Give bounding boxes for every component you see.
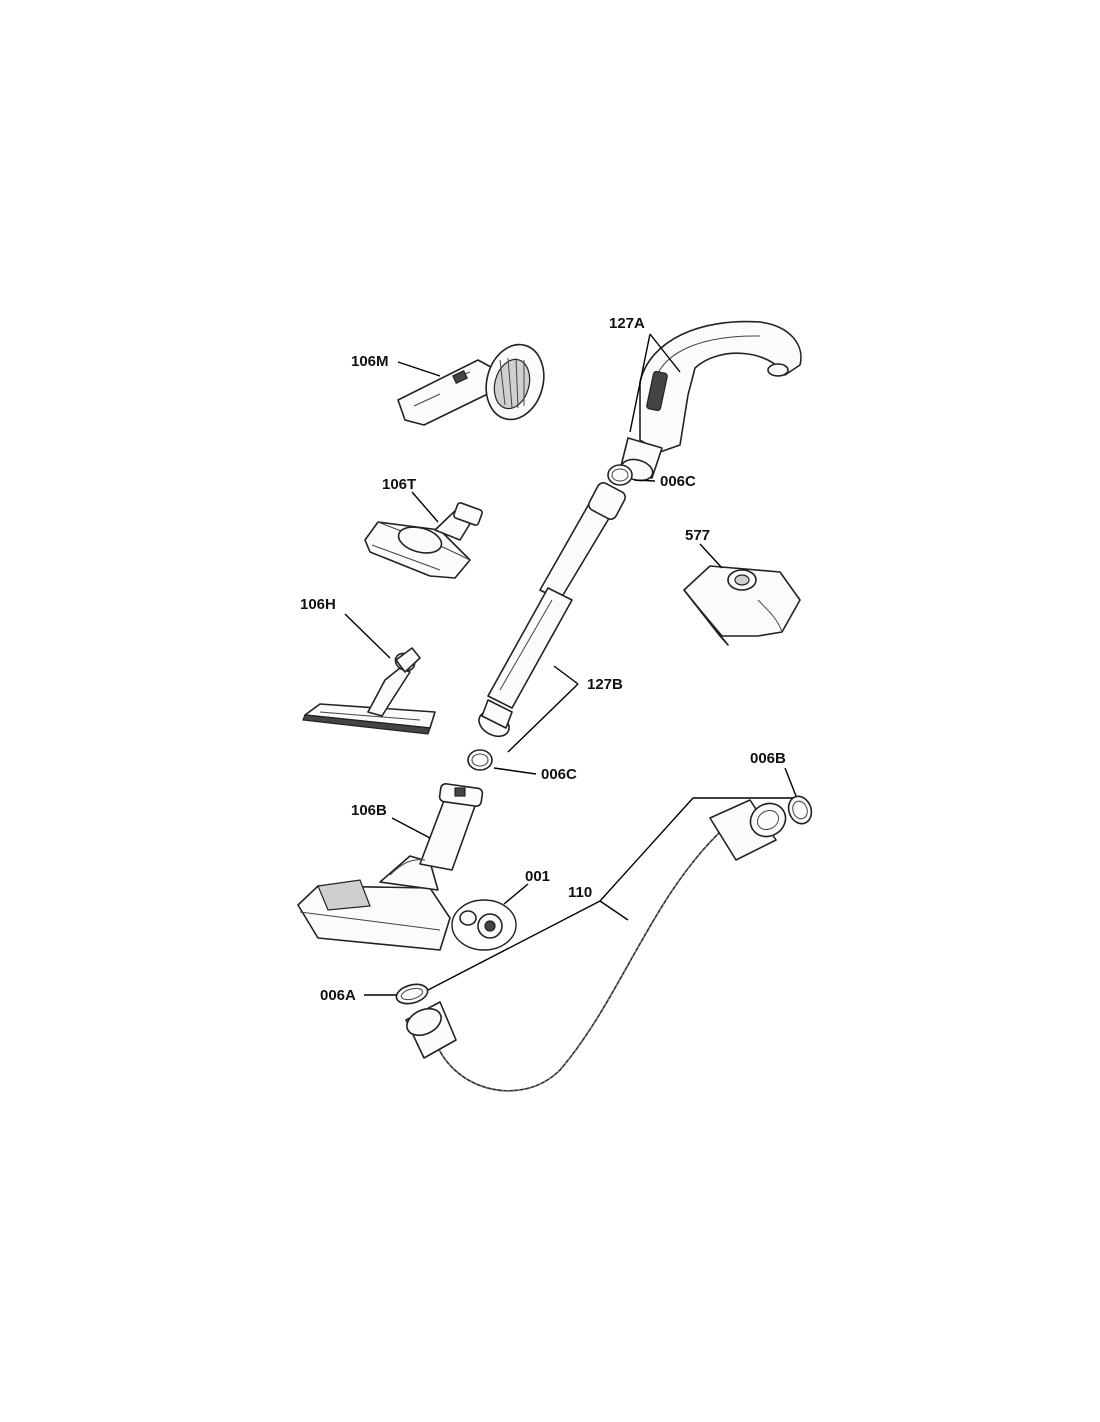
part-001-filter <box>451 899 517 951</box>
callout-577: 577 <box>685 527 711 544</box>
part-127A-hose-handle <box>619 320 802 482</box>
leader-127B-a <box>553 665 579 685</box>
leader-127A-a <box>649 333 681 373</box>
callout-001: 001 <box>525 868 551 885</box>
part-106H-parquet-brush <box>302 647 436 735</box>
leader-110-down <box>427 900 601 991</box>
callout-110: 110 <box>568 884 593 901</box>
callout-106H: 106H <box>300 596 336 613</box>
leader-006C-top <box>633 479 656 482</box>
callout-127B: 127B <box>587 676 623 693</box>
callout-006A: 006A <box>320 987 356 1004</box>
callout-127A: 127A <box>609 315 645 332</box>
leader-001 <box>503 883 529 905</box>
part-006B-ring <box>787 795 813 825</box>
callout-006C-top: 006C <box>660 473 696 490</box>
leader-110-up <box>599 797 694 902</box>
leader-577 <box>699 543 723 569</box>
callout-106T: 106T <box>382 476 417 493</box>
callout-106B: 106B <box>351 802 387 819</box>
leader-lines <box>344 333 797 996</box>
part-127B-telescopic-tube <box>478 482 626 738</box>
leader-127B-b <box>507 683 579 753</box>
part-577-dust-bag <box>683 565 801 646</box>
callout-006B: 006B <box>750 750 786 767</box>
leader-006B <box>784 767 797 797</box>
part-106M-dusting-brush <box>397 343 545 426</box>
leader-110-hose <box>599 900 629 921</box>
leader-006C-mid <box>493 767 537 775</box>
callout-106M: 106M <box>351 353 389 370</box>
leader-106H <box>344 613 391 659</box>
leader-127A-b <box>629 333 651 433</box>
part-006C-ring-middle <box>467 749 493 771</box>
callout-006C-mid: 006C <box>541 766 577 783</box>
part-006A-ring <box>395 983 429 1005</box>
part-106B-floor-nozzle <box>297 783 484 951</box>
part-006C-ring-top <box>607 464 633 486</box>
part-106T-floor-nozzle <box>364 502 483 579</box>
part-110-suction-hose <box>405 799 787 1092</box>
leader-106M <box>397 361 441 377</box>
leader-106T <box>411 491 439 523</box>
leader-106B <box>391 817 431 839</box>
